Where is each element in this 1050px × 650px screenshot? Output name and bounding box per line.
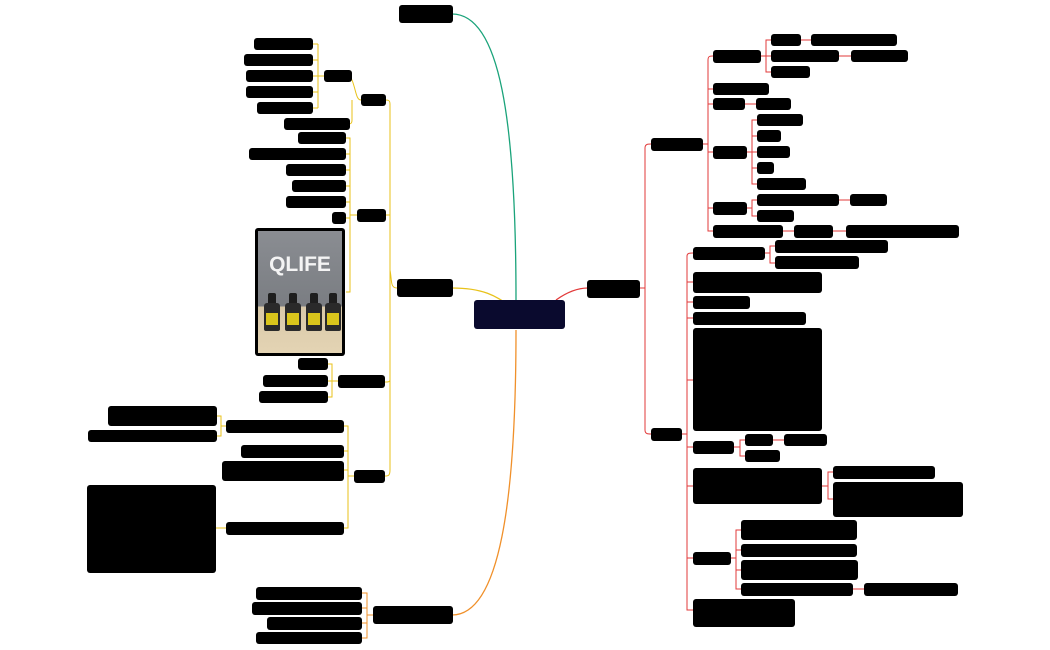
left-lower-leaf-node[interactable] [256, 587, 362, 600]
left-leaf-node[interactable] [108, 406, 217, 426]
product-photo-node[interactable]: QLIFE [255, 228, 345, 356]
right-leaf-node[interactable] [741, 560, 858, 580]
brand-logo: QLIFE [269, 253, 331, 276]
right-sub-node-2[interactable] [651, 428, 682, 441]
right-leaf-node[interactable] [741, 583, 853, 596]
left-leaf-node[interactable] [259, 391, 328, 403]
right-sub-node-1e[interactable] [713, 202, 747, 215]
right-leaf-node[interactable] [771, 66, 810, 78]
left-leaf-node[interactable] [226, 522, 344, 535]
right-leaf-node[interactable] [693, 441, 734, 454]
left-leaf-node[interactable] [226, 420, 344, 433]
left-leaf-node[interactable] [244, 54, 313, 66]
right-leaf-node[interactable] [741, 520, 857, 540]
left-leaf-node[interactable] [241, 445, 344, 458]
left-sub-node-3[interactable] [338, 375, 385, 388]
right-leaf-node[interactable] [775, 256, 859, 269]
left-sub-node-1a[interactable] [324, 70, 352, 82]
right-leaf-node[interactable] [794, 225, 833, 238]
right-leaf-node[interactable] [693, 468, 822, 504]
right-leaf-node[interactable] [757, 146, 790, 158]
right-sub-node-1d[interactable] [713, 146, 747, 159]
right-leaf-node[interactable] [757, 114, 803, 126]
right-leaf-node[interactable] [811, 34, 897, 46]
left-leaf-node[interactable] [332, 212, 346, 224]
right-leaf-node[interactable] [693, 599, 795, 627]
right-leaf-node[interactable] [864, 583, 958, 596]
left-lower-leaf-node[interactable] [252, 602, 362, 615]
right-leaf-node[interactable] [784, 434, 827, 446]
right-leaf-node[interactable] [846, 225, 959, 238]
branch-top-node[interactable] [399, 5, 453, 23]
left-leaf-node[interactable] [284, 118, 350, 130]
left-sub-node-2[interactable] [357, 209, 386, 222]
left-leaf-node[interactable] [257, 102, 313, 114]
branch-left-upper-node[interactable] [397, 279, 453, 297]
right-leaf-node[interactable] [833, 466, 935, 479]
right-leaf-node[interactable] [757, 178, 806, 190]
bottle-icon [285, 293, 301, 331]
right-sub-node-1b[interactable] [713, 83, 769, 95]
left-leaf-node[interactable] [249, 148, 346, 160]
right-leaf-node[interactable] [693, 312, 806, 325]
left-sub-node-1[interactable] [361, 94, 386, 106]
right-leaf-node[interactable] [771, 50, 839, 62]
left-upper-lines [216, 43, 398, 529]
right-leaf-node[interactable] [693, 247, 765, 260]
bottle-icon [306, 293, 322, 331]
left-lower-lines [362, 592, 373, 639]
right-lines [640, 39, 864, 611]
right-leaf-node[interactable] [833, 482, 963, 517]
left-lower-leaf-node[interactable] [256, 632, 362, 644]
right-leaf-node[interactable] [693, 296, 750, 309]
right-leaf-node[interactable] [771, 34, 801, 46]
right-leaf-node[interactable] [756, 98, 791, 110]
right-sub-node-1[interactable] [651, 138, 703, 151]
left-lower-leaf-node[interactable] [267, 617, 362, 630]
left-leaf-node[interactable] [298, 358, 328, 370]
left-leaf-node[interactable] [222, 461, 344, 481]
bottle-icon [325, 293, 341, 331]
left-leaf-node[interactable] [254, 38, 313, 50]
right-leaf-node[interactable] [757, 130, 781, 142]
right-sub-node-1f[interactable] [713, 225, 783, 238]
left-leaf-node[interactable] [286, 196, 346, 208]
branch-top-connector [451, 13, 517, 301]
left-leaf-node[interactable] [292, 180, 346, 192]
left-leaf-node[interactable] [286, 164, 346, 176]
right-leaf-node[interactable] [693, 552, 731, 565]
product-photo-icon: QLIFE [258, 231, 342, 353]
right-leaf-node[interactable] [757, 194, 839, 206]
right-leaf-node[interactable] [850, 194, 887, 206]
left-leaf-node[interactable] [263, 375, 328, 387]
right-leaf-node[interactable] [775, 240, 888, 253]
right-leaf-node[interactable] [745, 450, 780, 462]
right-large-node[interactable] [693, 328, 822, 431]
right-sub-node-1c[interactable] [713, 98, 745, 110]
right-leaf-node[interactable] [757, 162, 774, 174]
branch-right-connector [555, 287, 589, 301]
right-sub-node-1a[interactable] [713, 50, 761, 63]
root-node[interactable] [474, 300, 565, 329]
left-leaf-node[interactable] [88, 430, 217, 442]
right-leaf-node[interactable] [693, 272, 822, 293]
left-leaf-node[interactable] [246, 70, 313, 82]
branch-left-lower-connector [451, 329, 517, 616]
right-leaf-node[interactable] [745, 434, 773, 446]
right-leaf-node[interactable] [741, 544, 857, 557]
left-sub-node-4[interactable] [354, 470, 385, 483]
branch-right-node[interactable] [587, 280, 640, 298]
branch-left-lower-node[interactable] [373, 606, 453, 624]
left-leaf-node[interactable] [298, 132, 346, 144]
left-leaf-node[interactable] [246, 86, 313, 98]
right-leaf-node[interactable] [757, 210, 794, 222]
bottle-icon [264, 293, 280, 331]
left-large-node[interactable] [87, 485, 216, 573]
right-leaf-node[interactable] [851, 50, 908, 62]
